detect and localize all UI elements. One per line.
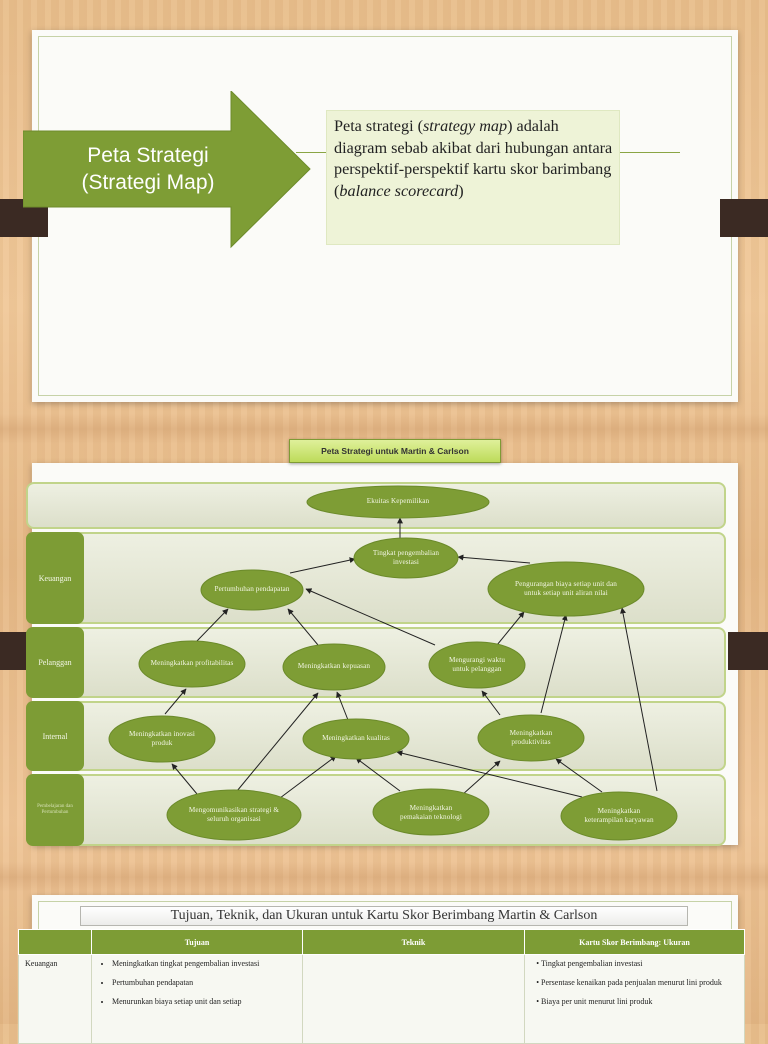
list-item: Pertumbuhan pendapatan bbox=[112, 978, 296, 988]
node-keterampilan-shape bbox=[560, 791, 678, 841]
arrow-komunikasi-kualitas bbox=[279, 755, 337, 799]
arrow-waktu-pengurangan bbox=[496, 611, 525, 646]
node-keterampilan: Meningkatkan keterampilan karyawan bbox=[584, 806, 654, 825]
arrow-keterampilan-produktivitas bbox=[555, 758, 603, 793]
header-ukuran: Kartu Skor Berimbang: Ukuran bbox=[524, 929, 745, 955]
strategy-map-title: Peta Strategi untuk Martin & Carlson bbox=[289, 439, 501, 463]
node-tingkat: Tingkat pengembalian investasi bbox=[372, 548, 440, 567]
node-kualitas: Meningkatkan kualitas bbox=[322, 734, 390, 743]
callout-text-1: Peta strategi ( bbox=[334, 117, 423, 135]
perspective-keuangan: Keuangan bbox=[26, 532, 84, 624]
list-item: Meningkatkan tingkat pengembalian invest… bbox=[112, 959, 296, 969]
node-komunikasi: Mengomunikasikan strategi & seluruh orga… bbox=[188, 805, 280, 824]
scorecard-table: Tujuan Teknik Kartu Skor Berimbang: Ukur… bbox=[18, 929, 745, 1044]
arrow-teknologi-produktivitas bbox=[461, 760, 501, 796]
header-tujuan: Tujuan bbox=[91, 929, 303, 955]
list-item: Persentase kenaikan pada penjualan menur… bbox=[541, 978, 738, 988]
node-kualitas-shape bbox=[302, 718, 410, 760]
arrow-kepuasan-pertumbuhan bbox=[287, 608, 319, 646]
header-perspective bbox=[18, 929, 92, 955]
node-pertumbuhan: Pertumbuhan pendapatan bbox=[214, 585, 290, 594]
perspective-pelanggan: Pelanggan bbox=[26, 627, 84, 698]
node-waktu: Mengurangi waktu untuk pelanggan bbox=[448, 655, 506, 674]
node-kepuasan: Meningkatkan kepuasan bbox=[297, 662, 371, 671]
header-teknik: Teknik bbox=[302, 929, 525, 955]
node-inovasi: Meningkatkan inovasi produk bbox=[128, 729, 196, 748]
arrow-pertumbuhan-tingkat bbox=[289, 557, 356, 574]
binder-tab-right bbox=[720, 199, 768, 237]
table-row: Keuangan Meningkatkan tingkat pengembali… bbox=[18, 954, 745, 1044]
slide-title: Peta Strategi (Strategi Map) bbox=[44, 142, 252, 196]
arrow-pengurangan-tingkat bbox=[457, 554, 531, 564]
definition-callout: Peta strategi (strategy map) adalah diag… bbox=[326, 110, 620, 245]
node-ekuitas-shape bbox=[306, 485, 490, 519]
cell-tujuan: Meningkatkan tingkat pengembalian invest… bbox=[91, 954, 303, 1044]
callout-term-strategy-map: strategy map bbox=[423, 117, 508, 135]
node-profitabilitas: Meningkatkan profitabilitas bbox=[150, 659, 234, 668]
ukuran-list: Tingkat pengembalian investasi Persentas… bbox=[531, 959, 738, 1007]
node-kepuasan-shape bbox=[282, 643, 386, 691]
callout-term-balance-scorecard: balance scorecard bbox=[339, 181, 459, 200]
binder-tab-right-2 bbox=[728, 632, 768, 670]
node-pertumbuhan-shape bbox=[200, 569, 304, 611]
node-komunikasi-shape bbox=[166, 789, 302, 841]
callout-text-2: ) adalah diagram sebab akibat dari hubun… bbox=[334, 117, 613, 200]
node-produktivitas-shape bbox=[477, 714, 585, 762]
table-header-row: Tujuan Teknik Kartu Skor Berimbang: Ukur… bbox=[18, 929, 745, 955]
tujuan-list: Meningkatkan tingkat pengembalian invest… bbox=[98, 959, 296, 1007]
cell-ukuran: Tingkat pengembalian investasi Persentas… bbox=[524, 954, 745, 1044]
node-pengurangan-shape bbox=[487, 561, 645, 617]
arrow-kualitas-kepuasan bbox=[336, 691, 349, 721]
node-pengurangan: Pengurangan biaya setiap unit dan untuk … bbox=[515, 579, 617, 598]
node-teknologi-shape bbox=[372, 788, 490, 836]
arrow-keterampilan-kualitas bbox=[396, 750, 583, 798]
cell-teknik bbox=[302, 954, 525, 1044]
arrow-komunikasi-kepuasan bbox=[236, 692, 319, 792]
arrow-inovasi-profitabilitas bbox=[164, 688, 187, 715]
row-label-keuangan: Keuangan bbox=[18, 954, 92, 1044]
list-item: Tingkat pengembalian investasi bbox=[541, 959, 738, 969]
slide-title-line2: (Strategi Map) bbox=[81, 171, 215, 194]
title-arrow-shape bbox=[23, 91, 311, 249]
node-inovasi-shape bbox=[108, 715, 216, 763]
arrow-keterampilan-pengurangan bbox=[620, 607, 658, 792]
node-tingkat-shape bbox=[353, 537, 459, 579]
node-profitabilitas-shape bbox=[138, 640, 246, 688]
callout-text-3: ) bbox=[458, 181, 464, 200]
arrow-waktu-pertumbuhan bbox=[305, 588, 436, 646]
arrow-produktivitas-waktu bbox=[481, 690, 501, 716]
perspective-pembelajaran: Pembelajaran dan Pertumbuhan bbox=[26, 774, 84, 846]
node-teknologi: Meningkatkan pemakaian teknologi bbox=[400, 803, 462, 822]
scorecard-title: Tujuan, Teknik, dan Ukuran untuk Kartu S… bbox=[80, 906, 688, 926]
node-waktu-shape bbox=[428, 641, 526, 689]
arrow-produktivitas-pengurangan bbox=[540, 614, 568, 714]
perspective-internal: Internal bbox=[26, 701, 84, 771]
list-item: Menurunkan biaya setiap unit dan setiap bbox=[112, 997, 296, 1007]
connector-line bbox=[296, 152, 326, 153]
binder-tab-left-2 bbox=[0, 632, 30, 670]
arrow-komunikasi-inovasi bbox=[171, 763, 198, 795]
node-ekuitas: Ekuitas Kepemilikan bbox=[366, 497, 430, 506]
slide-title-line1: Peta Strategi bbox=[87, 144, 209, 167]
callout-line bbox=[620, 152, 680, 153]
node-produktivitas: Meningkatkan produktivitas bbox=[509, 728, 553, 747]
list-item: Biaya per unit menurut lini produk bbox=[541, 997, 738, 1007]
arrow-profitabilitas-pertumbuhan bbox=[195, 608, 229, 643]
arrow-teknologi-kualitas bbox=[355, 757, 401, 792]
